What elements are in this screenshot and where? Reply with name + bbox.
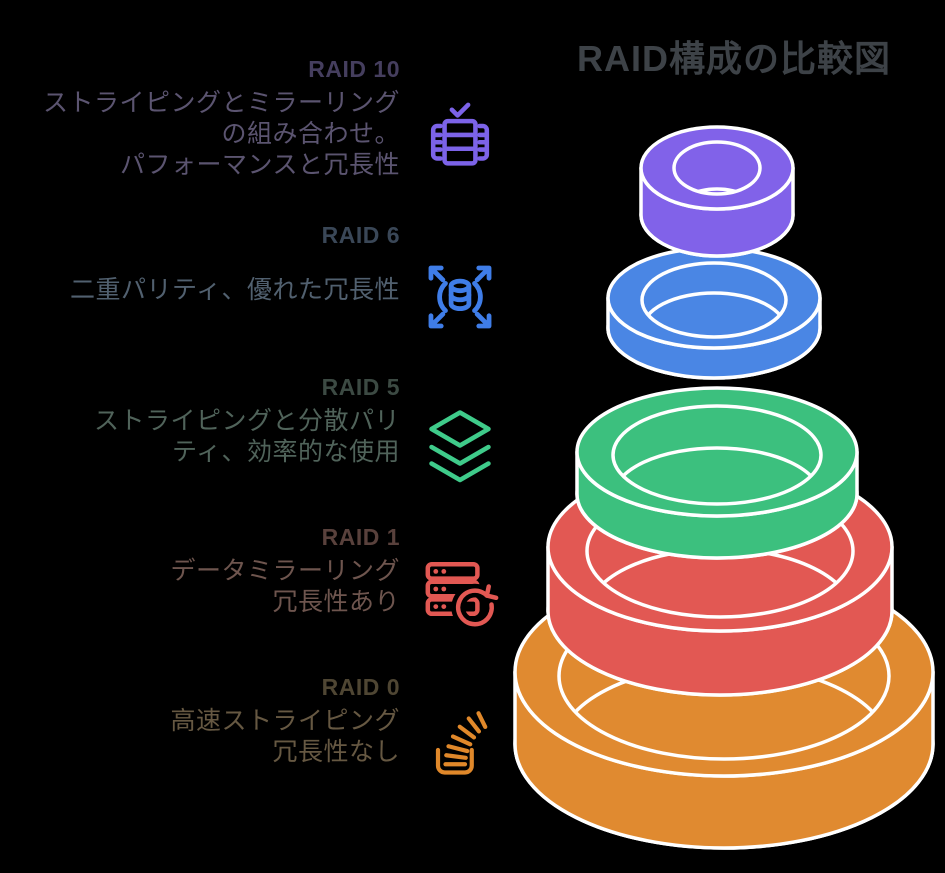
raid0-desc-line-1: 高速ストライピング (170, 707, 400, 735)
raid10-desc-line-3: パフォーマンスと冗長性 (119, 151, 400, 179)
raid0-desc-line-2: 冗長性なし (272, 738, 400, 766)
raid10-description: ストライピングとミラーリング の組み合わせ。 パフォーマンスと冗長性 (10, 88, 400, 181)
raid0-description: 高速ストライピング 冗長性なし (10, 706, 400, 768)
raid10-desc-line-2: の組み合わせ。 (221, 120, 400, 148)
ring-raid-5 (575, 386, 859, 560)
server-mirror-refresh-icon (419, 556, 499, 630)
raid5-label-block: RAID 5 ストライピングと分散パリ ティ、効率的な使用 (10, 374, 400, 468)
raid5-desc-line-1: ストライピングと分散パリ (93, 407, 400, 435)
raid1-description: データミラーリング 冗長性あり (10, 556, 400, 618)
speed-stack-icon (426, 708, 492, 780)
raid1-desc-line-1: データミラーリング (170, 557, 400, 585)
raid0-label-block: RAID 0 高速ストライピング 冗長性なし (10, 674, 400, 768)
raid5-description: ストライピングと分散パリ ティ、効率的な使用 (10, 406, 400, 468)
raid5-name: RAID 5 (321, 374, 400, 400)
raid1-name: RAID 1 (321, 524, 400, 550)
raid6-description: 二重パリティ、優れた冗長性 (10, 275, 400, 306)
raid6-name: RAID 6 (321, 222, 400, 248)
raid1-label-block: RAID 1 データミラーリング 冗長性あり (10, 524, 400, 618)
raid5-desc-line-2: ティ、効率的な使用 (171, 438, 400, 466)
database-scale-out-icon (419, 256, 501, 338)
raid0-name: RAID 0 (321, 674, 400, 700)
raid1-desc-line-2: 冗長性あり (272, 588, 400, 616)
page-title: RAID構成の比較図 (577, 38, 891, 79)
server-array-check-icon (421, 100, 499, 178)
raid10-label-block: RAID 10 ストライピングとミラーリング の組み合わせ。 パフォーマンスと冗… (10, 56, 400, 181)
raid10-desc-line-1: ストライピングとミラーリング (42, 89, 400, 117)
raid10-name: RAID 10 (308, 56, 400, 82)
ring-raid-10 (639, 125, 795, 258)
stacked-layers-icon (424, 404, 496, 496)
raid6-label-block: RAID 6 二重パリティ、優れた冗長性 (10, 222, 400, 306)
raid6-desc-line-1: 二重パリティ、優れた冗長性 (69, 276, 400, 304)
ring-raid-6 (606, 246, 822, 380)
